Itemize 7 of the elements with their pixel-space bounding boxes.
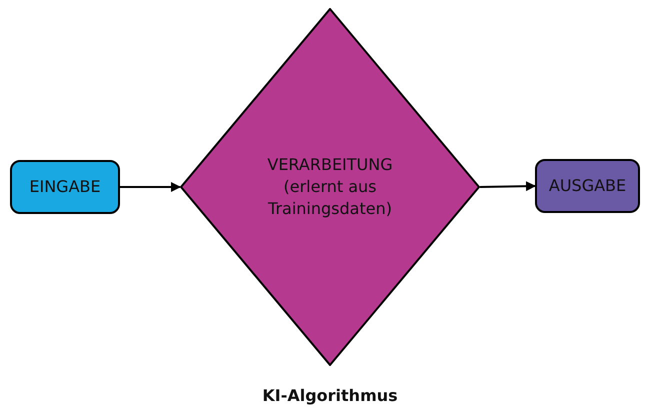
process-box: EINGABE xyxy=(10,160,120,214)
arrow xyxy=(480,181,536,192)
node-text: (erlernt aus Trainingsdaten) xyxy=(267,176,393,220)
process-box: AUSGABE xyxy=(535,159,640,213)
diagram-caption: KI-Algorithmus xyxy=(262,385,398,407)
node-text: VERARBEITUNG xyxy=(267,154,393,176)
arrow xyxy=(120,182,181,192)
